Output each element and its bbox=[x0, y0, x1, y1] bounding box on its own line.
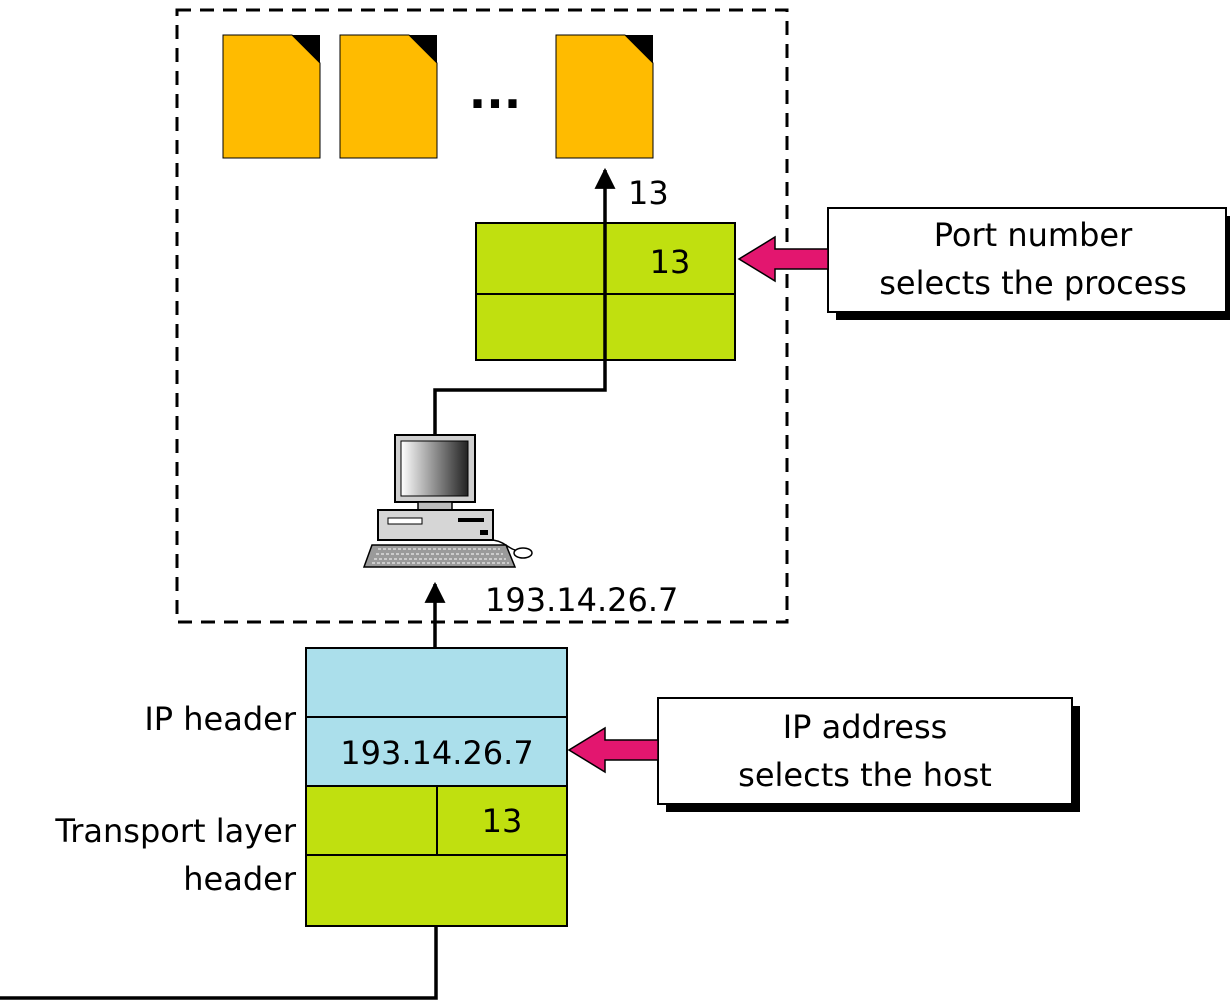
port-callout-box bbox=[827, 207, 1227, 313]
transport-header-label-line2: header bbox=[183, 860, 297, 898]
host-boundary bbox=[175, 8, 789, 624]
packet-ip-address: 193.14.26.7 bbox=[340, 734, 533, 772]
port-arrow-label: 13 bbox=[628, 174, 669, 212]
process-file-icon bbox=[339, 34, 438, 159]
ip-callout-line1: IP address bbox=[783, 708, 948, 746]
port-callout-line1: Port number bbox=[934, 216, 1133, 254]
process-file-icon bbox=[555, 34, 654, 159]
port-to-process-arrow bbox=[433, 167, 616, 450]
process-ellipsis: ... bbox=[469, 65, 521, 119]
host-ip-label: 193.14.26.7 bbox=[485, 581, 678, 619]
ip-pointer-arrow bbox=[567, 726, 659, 774]
port-pointer-arrow bbox=[737, 235, 829, 283]
transport-header-label-line1: Transport layer bbox=[54, 812, 296, 850]
network-line bbox=[0, 927, 438, 1000]
computer-icon bbox=[362, 434, 533, 568]
process-file-icon bbox=[222, 34, 321, 159]
ip-callout-line2: selects the host bbox=[738, 756, 992, 794]
host-port-value: 13 bbox=[650, 243, 691, 281]
packet bbox=[305, 647, 568, 927]
ip-header-label: IP header bbox=[144, 700, 296, 738]
port-callout-line2: selects the process bbox=[879, 264, 1187, 302]
packet-port-value: 13 bbox=[482, 802, 523, 840]
ip-callout-box bbox=[657, 697, 1073, 805]
